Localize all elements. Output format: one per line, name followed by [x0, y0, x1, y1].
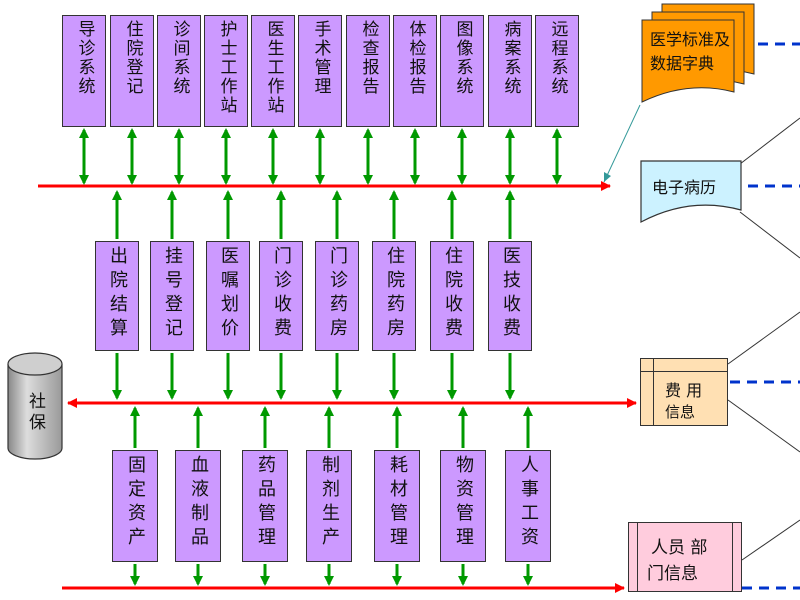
- bot-module-5: 物资管理: [440, 450, 486, 562]
- bot-module-4: 耗材管理: [374, 450, 420, 562]
- top-module-6: 检查报告: [346, 15, 390, 127]
- medical-standard-label: 医学标准及数据字典: [650, 30, 731, 73]
- mid-module-label: 住院收费: [442, 246, 463, 342]
- bot-module-label: 药品管理: [255, 455, 276, 551]
- mid-module-4: 门诊药房: [315, 241, 359, 351]
- mid-module-1: 挂号登记: [150, 241, 194, 351]
- top-module-label: 导诊系统: [74, 20, 95, 96]
- top-module-label: 医生工作站: [263, 20, 284, 115]
- bot-module-label: 制剂生产: [319, 455, 340, 551]
- top-module-0: 导诊系统: [62, 15, 106, 127]
- process-bar-left: [637, 523, 638, 591]
- social-security-database: 社保: [7, 352, 63, 462]
- mid-module-0: 出院结算: [95, 241, 139, 351]
- top-module-5: 手术管理: [298, 15, 342, 127]
- medical-standard-document: 医学标准及数据字典: [638, 2, 758, 104]
- mid-module-5: 住院药房: [372, 241, 416, 351]
- mid-module-label: 门诊收费: [271, 246, 292, 342]
- storage-divider-v: [653, 359, 654, 425]
- link-line: [739, 211, 800, 259]
- link-line: [741, 519, 800, 561]
- top-module-9: 病案系统: [488, 15, 532, 127]
- bot-module-label: 血液制品: [188, 455, 209, 551]
- mid-module-label: 门诊药房: [327, 246, 348, 342]
- mid-module-label: 医嘱划价: [218, 246, 239, 342]
- link-line: [727, 311, 800, 365]
- top-module-label: 诊间系统: [169, 20, 190, 96]
- top-module-2: 诊间系统: [157, 15, 201, 127]
- top-module-10: 远程系统: [535, 15, 579, 127]
- emr-document: 电子病历: [640, 160, 742, 226]
- mid-module-label: 医技收费: [500, 246, 521, 342]
- mid-module-label: 出院结算: [107, 246, 128, 342]
- top-module-4: 医生工作站: [251, 15, 295, 127]
- personnel-line2: 门信息: [647, 564, 698, 584]
- top-module-label: 手术管理: [310, 20, 331, 96]
- emr-label: 电子病历: [652, 178, 717, 197]
- top-module-label: 远程系统: [547, 20, 568, 96]
- bot-module-label: 物资管理: [453, 455, 474, 551]
- fee-info-storage: 费 用 信息: [640, 358, 728, 426]
- standard-to-emr-line: [603, 104, 641, 183]
- top-module-3: 护士工作站: [204, 15, 248, 127]
- mid-module-2: 医嘱划价: [206, 241, 250, 351]
- top-module-label: 住院登记: [122, 20, 143, 96]
- process-bar-right: [732, 523, 733, 591]
- mid-module-3: 门诊收费: [259, 241, 303, 351]
- mid-module-label: 住院药房: [384, 246, 405, 342]
- top-module-7: 体检报告: [393, 15, 437, 127]
- mid-module-7: 医技收费: [488, 241, 532, 351]
- mid-module-label: 挂号登记: [162, 246, 183, 342]
- mid-module-6: 住院收费: [430, 241, 474, 351]
- bot-module-6: 人事工资: [505, 450, 551, 562]
- bot-module-label: 固定资产: [125, 455, 146, 551]
- top-module-label: 护士工作站: [216, 20, 237, 115]
- personnel-dept-info: 人员 部 门信息: [628, 522, 742, 592]
- top-module-8: 图像系统: [440, 15, 484, 127]
- bot-module-label: 人事工资: [518, 455, 539, 551]
- link-line: [727, 399, 800, 453]
- top-module-label: 体检报告: [405, 20, 426, 96]
- bot-module-2: 药品管理: [242, 450, 288, 562]
- bot-module-label: 耗材管理: [387, 455, 408, 551]
- link-line: [739, 117, 800, 165]
- social-security-label: 社保: [25, 392, 45, 434]
- top-module-label: 检查报告: [358, 20, 379, 96]
- top-module-label: 病案系统: [500, 20, 521, 96]
- fee-info-line1: 费 用: [665, 381, 703, 400]
- top-module-1: 住院登记: [110, 15, 154, 127]
- bot-module-3: 制剂生产: [306, 450, 352, 562]
- bot-module-0: 固定资产: [112, 450, 158, 562]
- top-module-label: 图像系统: [452, 20, 473, 96]
- personnel-line1: 人员 部: [651, 538, 708, 558]
- storage-divider-h: [641, 371, 727, 372]
- bot-module-1: 血液制品: [175, 450, 221, 562]
- fee-info-line2: 信息: [665, 403, 696, 421]
